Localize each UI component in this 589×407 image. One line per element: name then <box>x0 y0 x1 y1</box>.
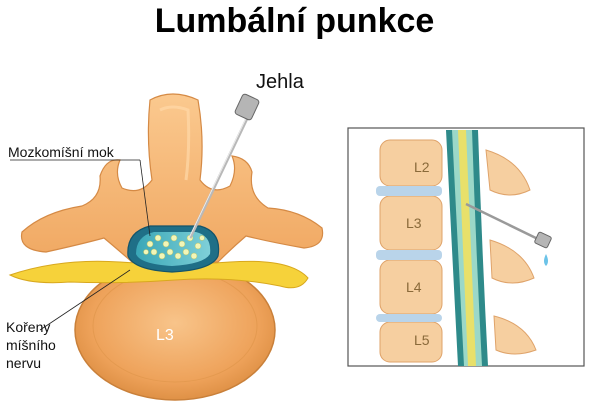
nerve-roots-label-3: nervu <box>6 355 42 371</box>
inset-label-l5: L5 <box>414 332 430 348</box>
needle <box>188 93 260 239</box>
inset-label-l3: L3 <box>406 215 422 231</box>
nerve-roots-label-2: míšního <box>6 337 56 353</box>
nerve-leader <box>39 269 131 331</box>
nerve-band <box>8 260 309 289</box>
inset-label-l2: L2 <box>414 159 430 175</box>
page-title: Lumbální punkce <box>154 2 435 40</box>
vertebra-label: L3 <box>156 327 174 344</box>
inset-label-l4: L4 <box>406 279 422 295</box>
spinal-canal <box>127 225 220 273</box>
csf-label: Mozkomíšní mok <box>8 144 114 160</box>
csf-leader-down <box>139 159 151 237</box>
nerve-roots-label-1: Kořeny <box>6 319 51 335</box>
nerve-roots-dots <box>143 234 205 260</box>
inset-panel <box>347 127 585 367</box>
needle-label: Jehla <box>256 71 304 93</box>
